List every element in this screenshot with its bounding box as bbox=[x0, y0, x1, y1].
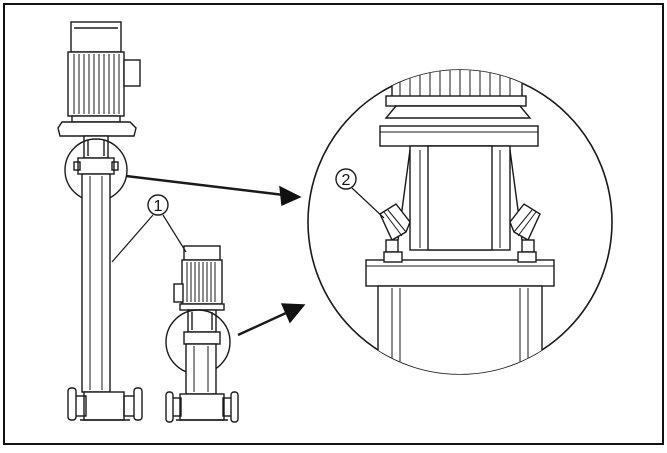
tall-pump bbox=[57, 21, 143, 421]
arrow-upper bbox=[125, 174, 302, 207]
callout-2-label: 2 bbox=[342, 172, 351, 189]
enlarged-detail-view bbox=[307, 69, 613, 375]
callout-1-label: 1 bbox=[154, 198, 163, 215]
small-pump bbox=[165, 245, 239, 423]
arrow-lower bbox=[237, 303, 306, 337]
callout-1: 1 bbox=[111, 194, 187, 263]
callout-2: 2 bbox=[335, 168, 385, 219]
tall-pump-motor bbox=[57, 21, 141, 137]
left-priming-plug bbox=[379, 203, 411, 253]
